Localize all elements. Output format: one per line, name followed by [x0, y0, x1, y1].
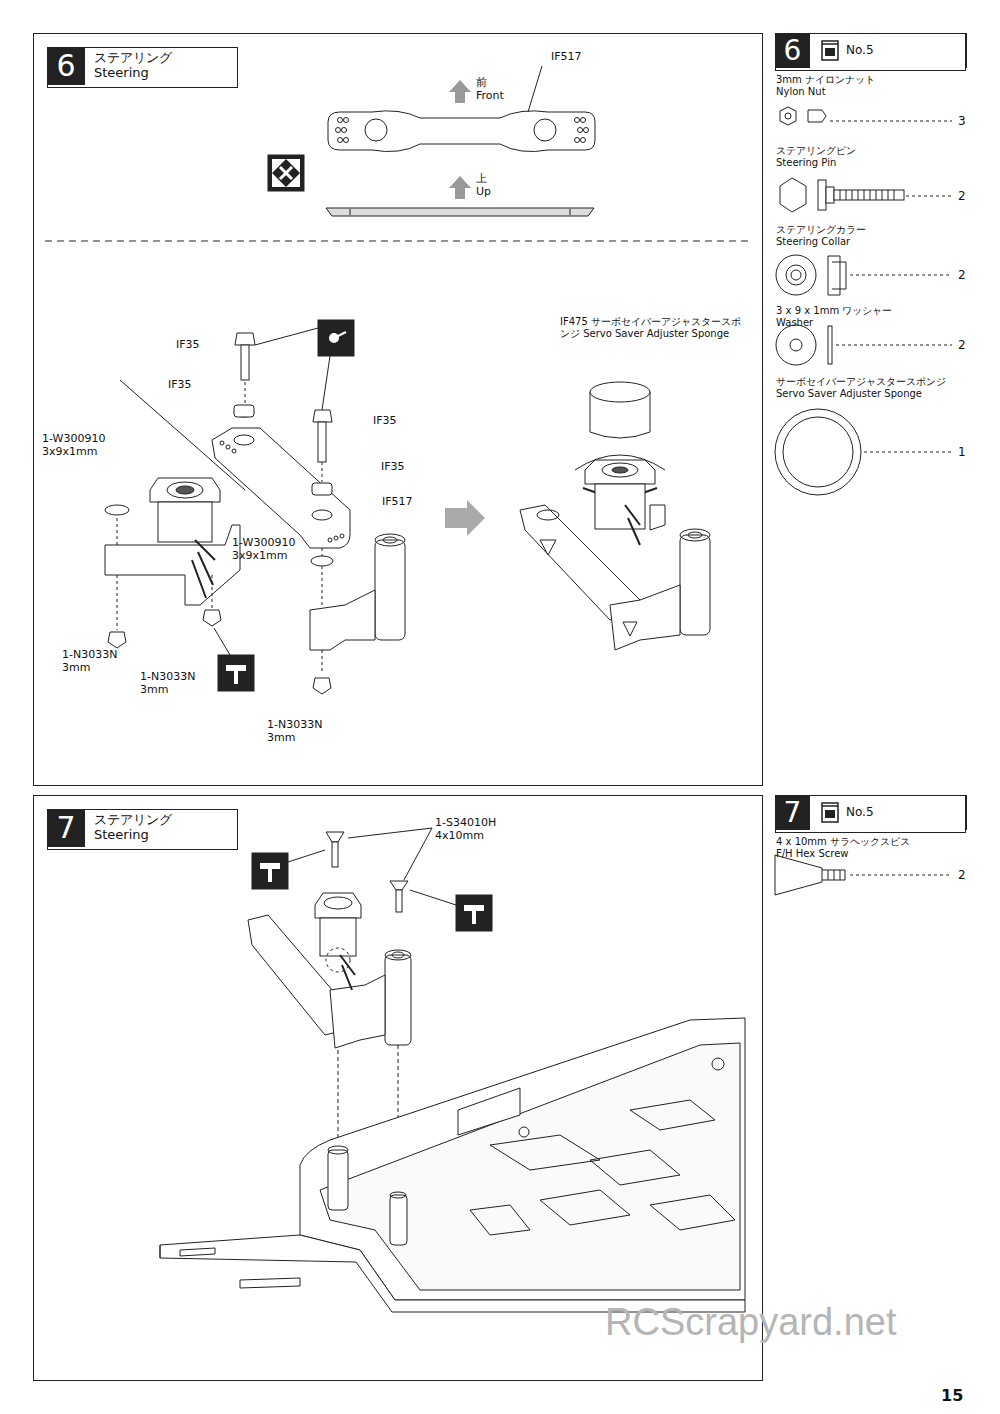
part-label: IF35 [168, 378, 192, 391]
step-title: ステアリング Steering [94, 51, 184, 81]
part-label: 1-N3033N 3mm [267, 718, 337, 744]
page-number: 15 [941, 1386, 963, 1405]
step-title: ステアリング Steering [94, 813, 184, 843]
bag-number: No.5 [846, 44, 926, 58]
bag-icon [820, 40, 840, 62]
watermark: RCScrapyard.net [605, 1300, 896, 1346]
quantity: 1 [957, 445, 967, 459]
step-header: 7 ステアリング Steering [47, 809, 238, 850]
step-header: 6 ステアリング Steering [47, 47, 238, 88]
step-number: 7 [775, 795, 810, 830]
step-number: 6 [775, 33, 810, 68]
quantity: 2 [957, 868, 967, 882]
part-label: Front [476, 89, 504, 102]
part-label: IF475 サーボセイバーアジャスタースポンジ Servo Saver Adju… [560, 316, 750, 340]
part-label: 1-N3033N 3mm [140, 670, 210, 696]
part-label: IF517 [382, 495, 413, 508]
part-label: 1-W300910 3x9x1mm [42, 432, 120, 458]
bag-icon [820, 802, 840, 824]
part-label: サーボセイバーアジャスタースポンジ Servo Saver Adjuster S… [776, 376, 964, 400]
part-label: 3 x 9 x 1mm ワッシャー Washer [776, 305, 906, 329]
part-label: 1-N3033N 3mm [62, 648, 132, 674]
parts-bag-header: 6 No.5 [775, 33, 966, 71]
quantity: 3 [957, 114, 967, 128]
parts-bag-header: 7 No.5 [775, 795, 966, 833]
part-label: 4 x 10mm サラヘックスビス F/H Hex Screw [776, 836, 926, 860]
quantity: 2 [957, 189, 967, 203]
step-number: 6 [47, 47, 85, 85]
part-label: ステアリングピン Steering Pin [776, 145, 871, 169]
part-label: IF35 [176, 338, 200, 351]
part-label: ステアリングカラー Steering Collar [776, 224, 886, 248]
part-label: IF517 [551, 50, 582, 63]
part-label: 3mm ナイロンナット Nylon Nut [776, 74, 886, 98]
part-label: 1-S34010H 4x10mm [435, 816, 510, 842]
bag-number: No.5 [846, 806, 926, 820]
step-number: 7 [47, 809, 85, 847]
part-label: 前 [476, 76, 487, 89]
part-label: 上 [476, 172, 487, 185]
part-label: Up [476, 185, 491, 198]
part-label: IF35 [373, 414, 397, 427]
part-label: IF35 [381, 460, 405, 473]
part-label: 1-W300910 3x9x1mm [232, 536, 310, 562]
quantity: 2 [957, 268, 967, 282]
quantity: 2 [957, 338, 967, 352]
